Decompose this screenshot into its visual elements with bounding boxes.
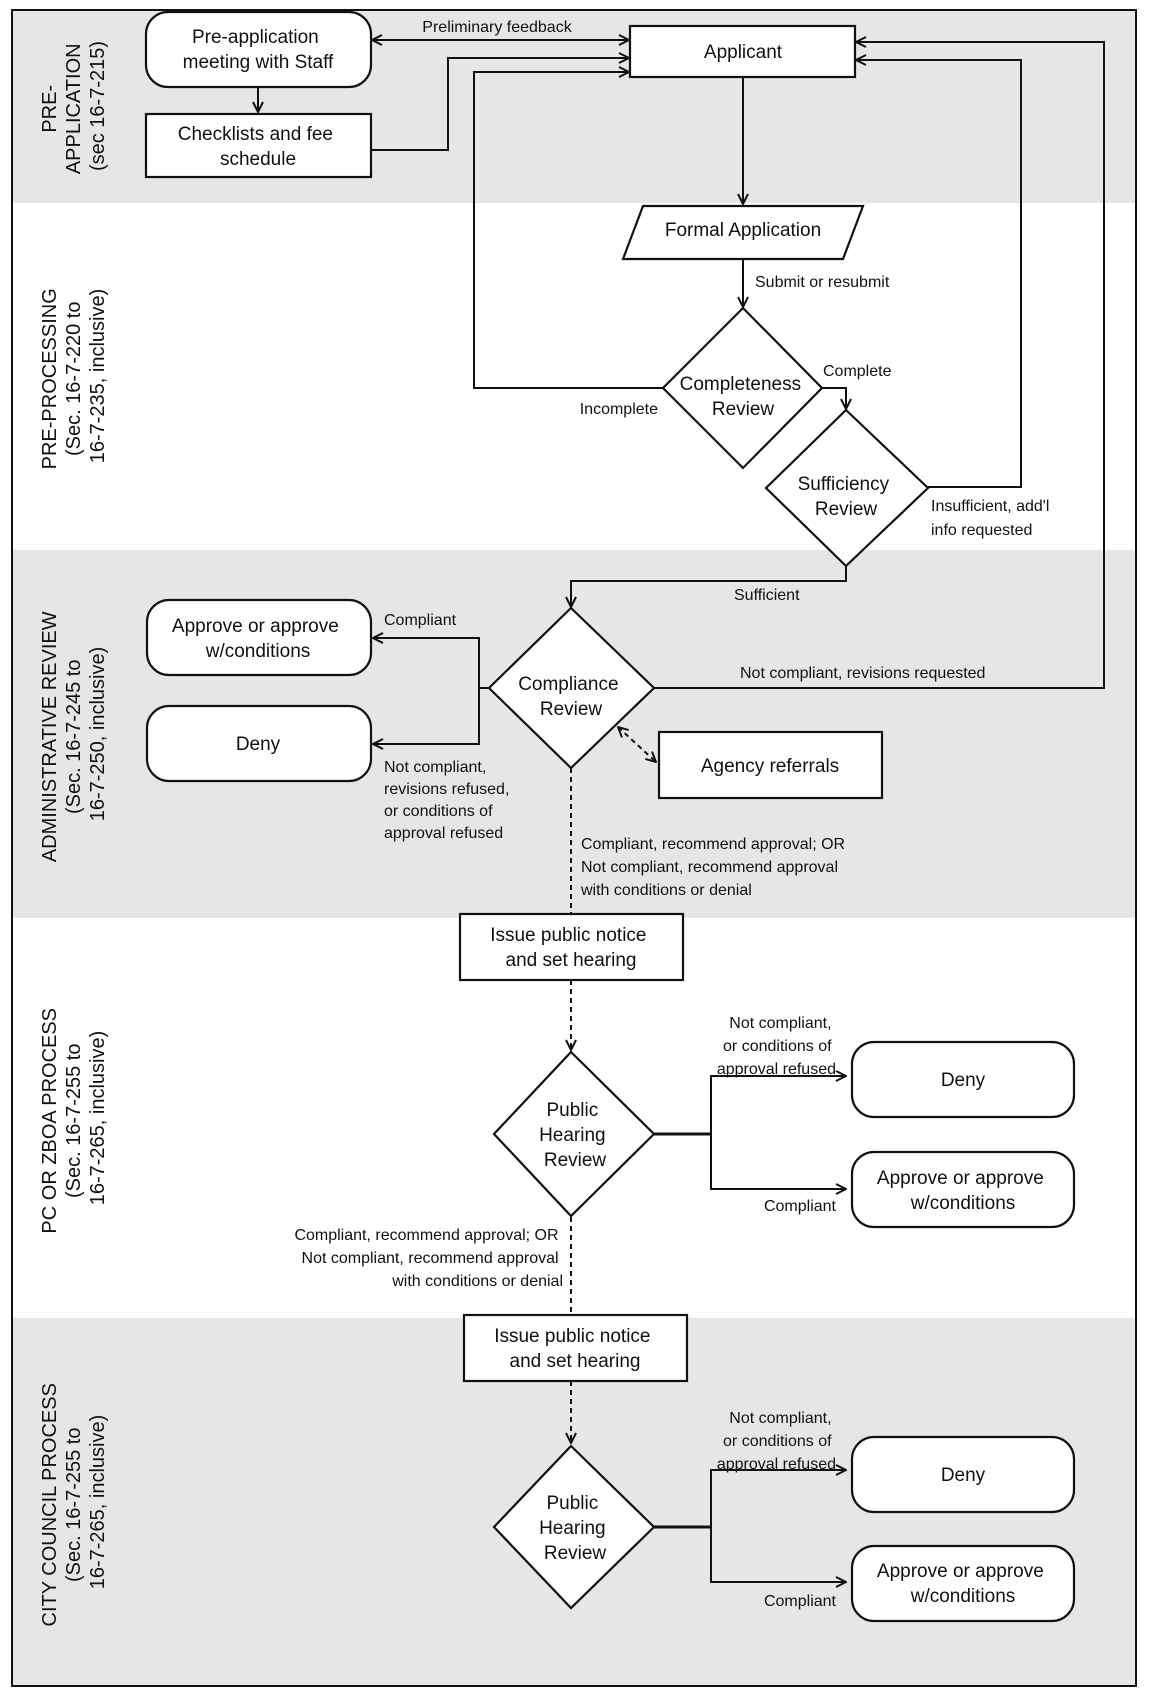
label-submit-or-resubmit: Submit or resubmit <box>755 274 890 291</box>
stage-label-pc-zboa-process: PC OR ZBOA PROCESS (Sec. 16-7-255 to 16-… <box>39 1002 109 1233</box>
edge-pc-compliant-to-approve <box>710 1134 846 1189</box>
node-cc-deny: Deny <box>850 1435 1076 1514</box>
node-issue-notice-cc: Issue public notice and set hearing <box>462 1313 689 1383</box>
node-hearing-pc: Public Hearing Review <box>492 1050 656 1218</box>
stage-label-pre-application: PRE- APPLICATION (sec 16-7-215) <box>39 38 109 174</box>
edge-insufficient-to-applicant <box>856 60 1022 488</box>
label-pc-recommend: Compliant, recommend approval; OR Not co… <box>294 1227 563 1290</box>
node-checklists-label: Checklists and fee schedule <box>178 124 339 170</box>
diagram-border <box>11 9 1137 1687</box>
nodes: Pre-application meeting with Staff Check… <box>144 10 1076 1623</box>
band-pre-processing <box>12 203 1136 550</box>
edge-admin-not-compliant-to-deny <box>373 688 480 744</box>
stage-labels: PRE- APPLICATION (sec 16-7-215) PRE-PROC… <box>39 38 109 1627</box>
label-pc-compliant: Compliant <box>764 1198 837 1215</box>
node-pc-approve: Approve or approve w/conditions <box>850 1150 1076 1229</box>
edge-cc-not-compliant-to-deny <box>710 1470 846 1527</box>
label-admin-not-compliant: Not compliant, revisions refused, or con… <box>384 759 514 842</box>
node-compliance-review-label: Compliance Review <box>518 674 624 720</box>
node-pc-deny: Deny <box>850 1040 1076 1119</box>
node-applicant: Applicant <box>628 24 857 79</box>
node-hearing-cc-label: Public Hearing Review <box>539 1493 611 1564</box>
label-incomplete: Incomplete <box>580 401 658 418</box>
node-cc-approve-label: Approve or approve w/conditions <box>877 1561 1049 1607</box>
node-admin-approve: Approve or approve w/conditions <box>145 598 373 677</box>
edge-checklists-to-applicant <box>371 58 629 151</box>
node-admin-deny: Deny <box>145 704 373 783</box>
label-preliminary-feedback: Preliminary feedback <box>422 19 572 36</box>
edge-sufficient-to-compliance <box>571 566 847 607</box>
stage-label-pre-processing: PRE-PROCESSING (Sec. 16-7-220 to 16-7-23… <box>39 283 109 470</box>
node-compliance-review: Compliance Review <box>487 606 656 770</box>
node-checklists: Checklists and fee schedule <box>144 112 373 179</box>
stage-label-administrative-review: ADMINISTRATIVE REVIEW (Sec. 16-7-245 to … <box>39 606 109 862</box>
label-admin-recommend: Compliant, recommend approval; OR Not co… <box>580 836 850 899</box>
edge-revisions-requested-to-applicant <box>654 42 1105 689</box>
node-sufficiency-review-label: Sufficiency Review <box>798 474 895 520</box>
node-formal-application: Formal Application <box>621 204 865 261</box>
node-agency-referrals-label: Agency referrals <box>701 756 839 777</box>
edge-complete-to-sufficiency <box>822 387 846 409</box>
node-hearing-pc-label: Public Hearing Review <box>539 1100 611 1171</box>
node-sufficiency-review: Sufficiency Review <box>764 408 930 568</box>
node-cc-approve: Approve or approve w/conditions <box>850 1544 1076 1623</box>
node-pc-deny-label: Deny <box>941 1070 986 1091</box>
node-issue-notice-pc-label: Issue public notice and set hearing <box>490 925 652 971</box>
node-formal-application-label: Formal Application <box>665 220 821 241</box>
edge-labels: Preliminary feedback Submit or resubmit … <box>294 19 1054 1610</box>
node-admin-approve-label: Approve or approve w/conditions <box>172 616 344 662</box>
label-sufficient: Sufficient <box>734 587 800 604</box>
node-pre-application-meeting-label: Pre-application meeting with Staff <box>183 27 334 73</box>
node-completeness-review: Completeness Review <box>661 306 824 470</box>
node-pre-application-meeting: Pre-application meeting with Staff <box>144 10 373 89</box>
node-issue-notice-cc-label: Issue public notice and set hearing <box>494 1326 656 1372</box>
label-not-compliant-revisions-requested: Not compliant, revisions requested <box>740 665 985 682</box>
stage-label-city-council-process: CITY COUNCIL PROCESS (Sec. 16-7-255 to 1… <box>39 1378 109 1627</box>
label-insufficient: Insufficient, add'l info requested <box>931 498 1054 539</box>
edge-cc-compliant-to-approve <box>710 1527 846 1582</box>
label-complete: Complete <box>823 363 892 380</box>
label-admin-compliant: Compliant <box>384 612 457 629</box>
node-cc-deny-label: Deny <box>941 1465 986 1486</box>
stage-bands <box>11 9 1137 1687</box>
node-issue-notice-pc: Issue public notice and set hearing <box>458 912 685 982</box>
node-applicant-label: Applicant <box>704 42 783 63</box>
node-completeness-review-label: Completeness Review <box>680 374 807 420</box>
label-cc-not-compliant: Not compliant, or conditions of approval… <box>717 1410 836 1473</box>
node-hearing-cc: Public Hearing Review <box>492 1444 656 1610</box>
node-pc-approve-label: Approve or approve w/conditions <box>877 1168 1049 1214</box>
edge-pc-not-compliant-to-deny <box>710 1076 846 1134</box>
node-agency-referrals: Agency referrals <box>657 730 884 800</box>
label-cc-compliant: Compliant <box>764 1593 837 1610</box>
edge-admin-compliant-to-approve <box>373 638 480 688</box>
label-pc-not-compliant: Not compliant, or conditions of approval… <box>717 1015 836 1078</box>
edge-incomplete-to-applicant <box>473 72 663 389</box>
node-admin-deny-label: Deny <box>236 734 281 755</box>
connectors <box>258 40 1105 1582</box>
